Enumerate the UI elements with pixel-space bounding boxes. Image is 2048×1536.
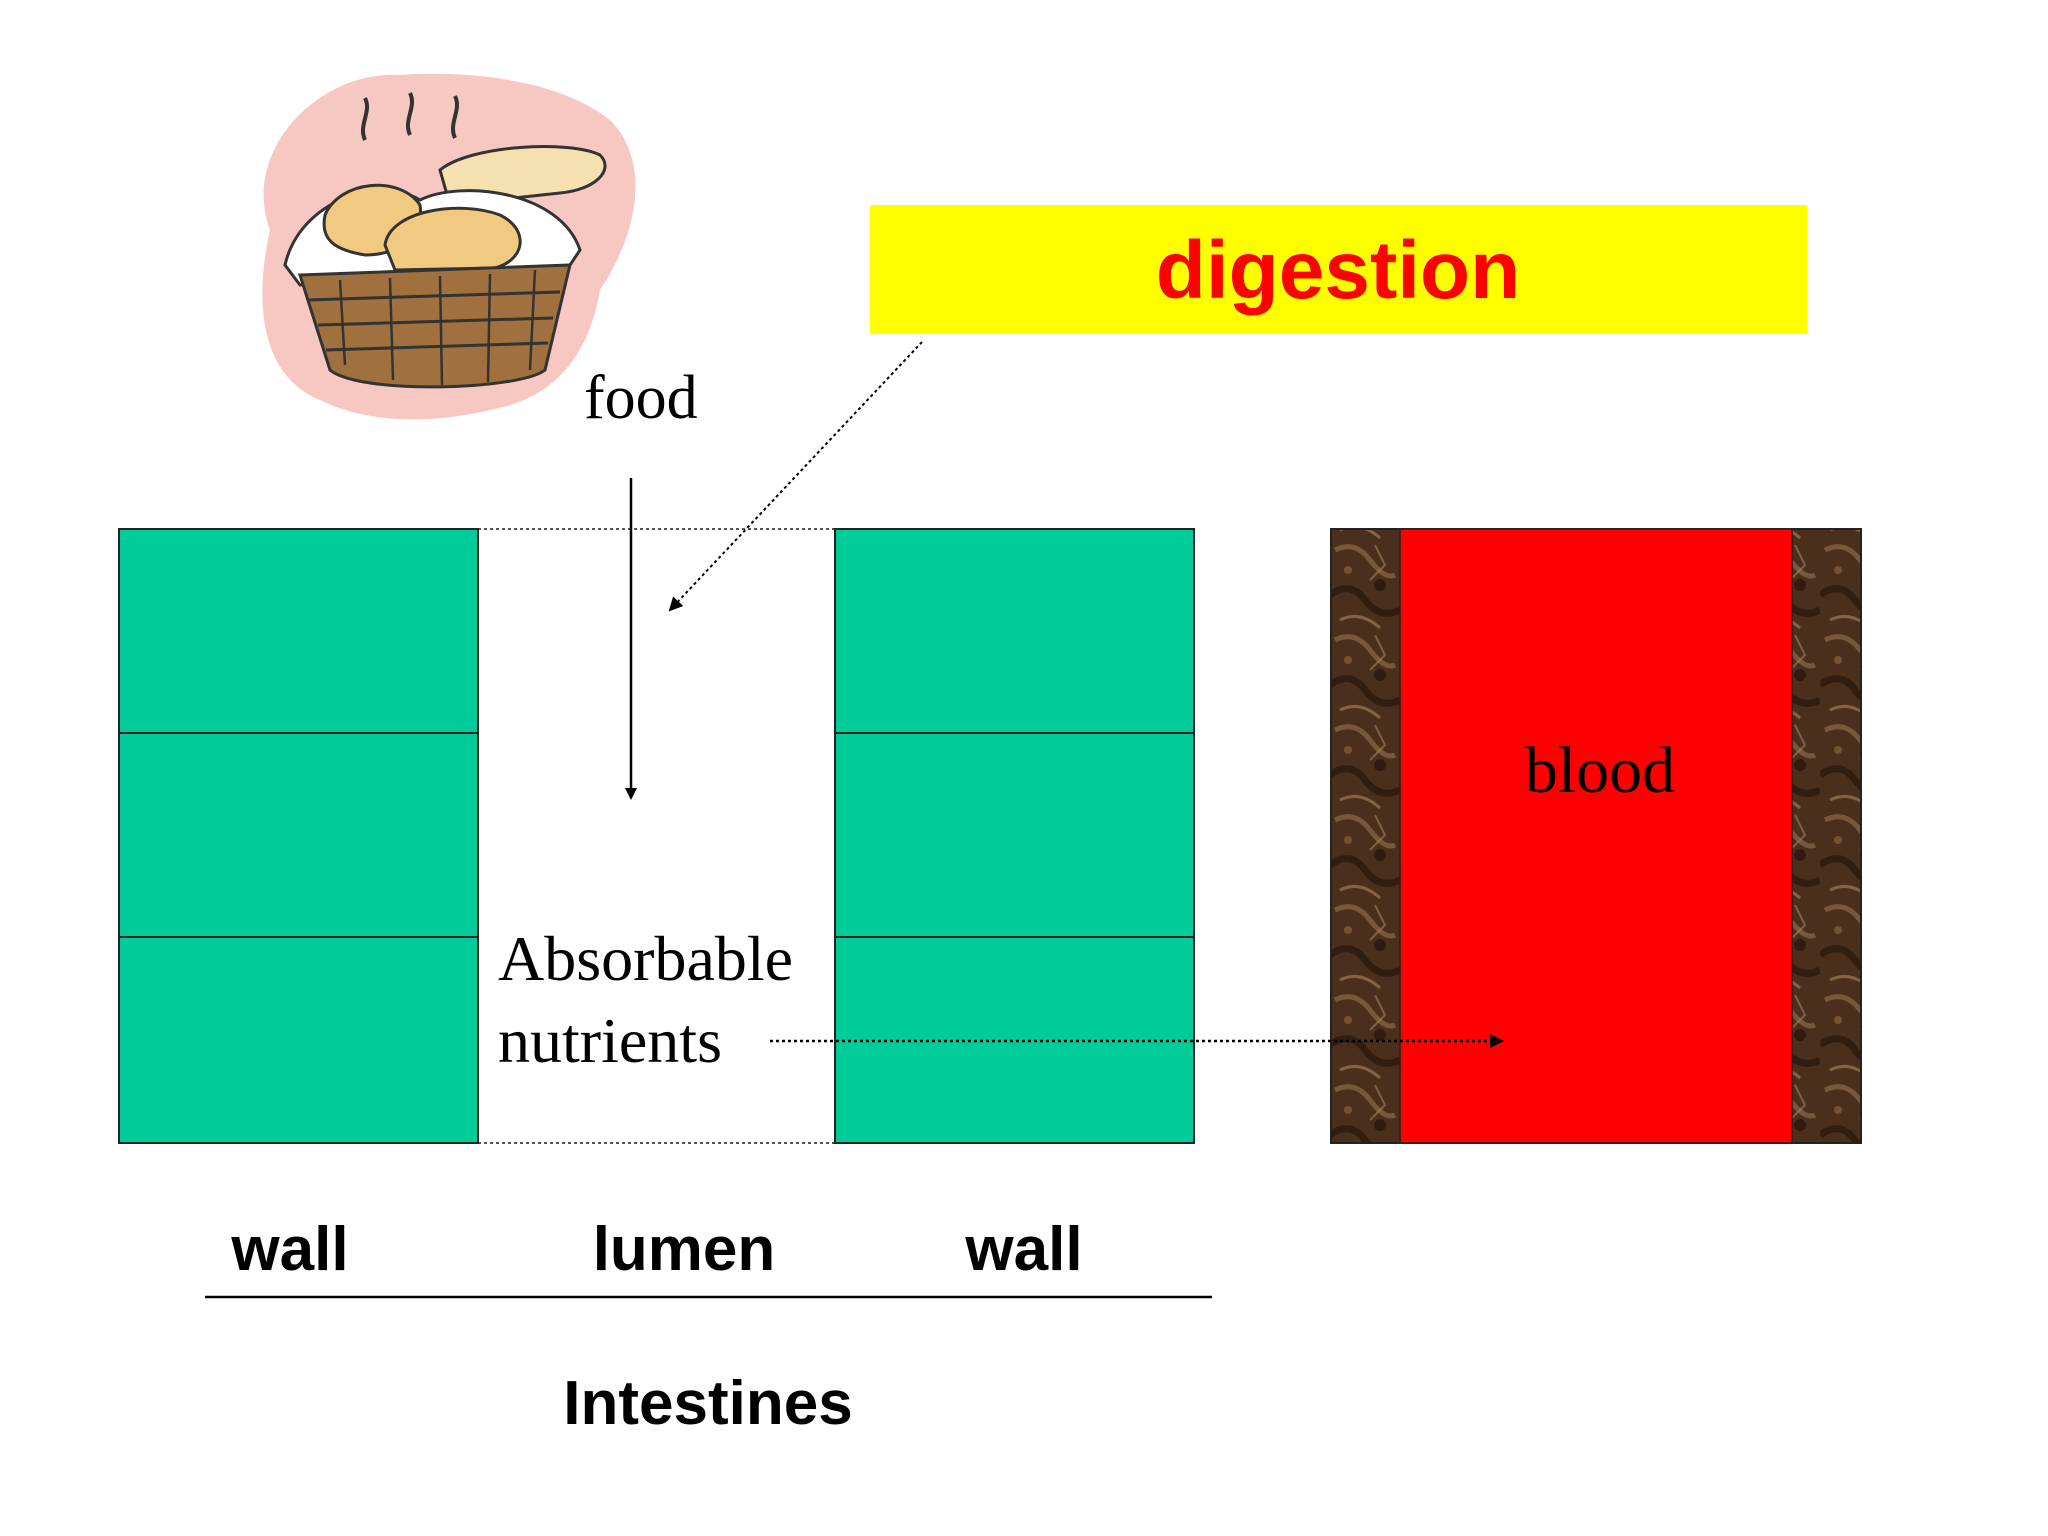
intestines-label: Intestines bbox=[563, 1369, 852, 1438]
food-label: food bbox=[584, 364, 698, 432]
blood-label: blood bbox=[1525, 734, 1675, 807]
wall-left-label: wall bbox=[230, 1215, 348, 1284]
nutrients-label-line2: nutrients bbox=[498, 1005, 722, 1076]
wall-right-label: wall bbox=[964, 1215, 1082, 1284]
lumen-label: lumen bbox=[593, 1215, 776, 1284]
nutrients-label-line1: Absorbable bbox=[498, 923, 793, 994]
digestion-label: digestion bbox=[1156, 225, 1520, 316]
digestion-banner bbox=[870, 205, 1807, 334]
blood-vessel bbox=[1330, 528, 1862, 1144]
right-wall bbox=[834, 528, 1195, 1144]
left-wall bbox=[118, 528, 479, 1144]
digestion-arrow bbox=[668, 341, 923, 612]
bread-basket-icon bbox=[262, 73, 636, 420]
